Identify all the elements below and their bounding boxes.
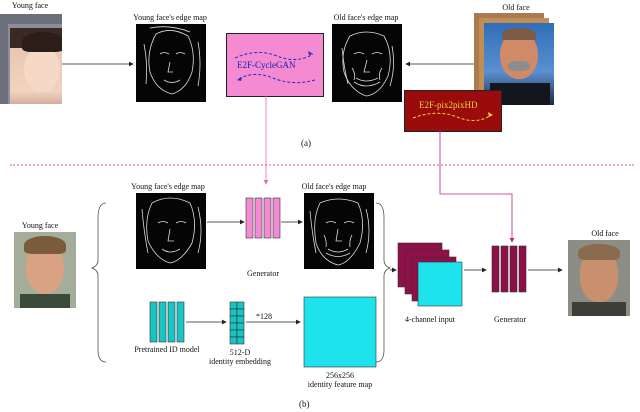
scale-label: *128	[256, 312, 272, 321]
id-model-label: Pretrained ID model	[134, 345, 200, 354]
young-edge-map-b	[136, 193, 206, 269]
old-face-photo-a	[474, 13, 554, 105]
generator-1-label: Generator	[247, 269, 279, 278]
generator-2-label: Generator	[494, 315, 526, 324]
embedding-dim-label: 512-D	[229, 348, 251, 357]
edge-strokes	[141, 197, 202, 264]
old-face-label-b: Old face	[591, 229, 619, 238]
caption-a: (a)	[301, 138, 311, 148]
four-channel-stack	[397, 242, 463, 307]
old-edge-map-a	[332, 24, 402, 102]
young-edge-map-a	[136, 24, 206, 102]
young-edge-label-b: Young face's edge map	[131, 182, 205, 191]
feature-map-label: identity feature map	[307, 380, 373, 389]
young-face-photo-b	[14, 232, 76, 308]
embedding-column	[229, 301, 245, 345]
pix2pixhd-box: E2F-pix2pixHD	[404, 90, 502, 132]
caption-b: (b)	[299, 399, 310, 409]
cyclegan-box: E2F-CycleGAN	[226, 33, 324, 97]
id-model-blocks	[149, 301, 185, 343]
edge-strokes	[341, 31, 394, 97]
generator-2-blocks	[491, 245, 527, 293]
cyclegan-arrows	[234, 51, 316, 84]
edge-strokes	[309, 198, 370, 266]
cyclegan-label: E2F-CycleGAN	[237, 60, 296, 70]
feature-size-label: 256x256	[326, 371, 354, 380]
right-brace	[375, 202, 392, 363]
pix2pixhd-arrow	[412, 112, 493, 121]
young-face-label-a: Young face	[11, 1, 49, 10]
old-face-photo-b	[568, 240, 630, 316]
four-channel-input-label: 4-channel input	[405, 315, 455, 324]
identity-feature-map	[303, 296, 377, 368]
embedding-label: identity embedding	[209, 357, 271, 366]
old-edge-map-b	[304, 193, 374, 269]
pix2pixhd-label: E2F-pix2pixHD	[419, 100, 478, 110]
generator-1-blocks	[245, 197, 281, 239]
section-separator	[10, 164, 634, 166]
arrow-pix2pixhd-down	[439, 130, 515, 243]
edge-strokes	[143, 26, 201, 95]
young-edge-label-a: Young face's edge map	[133, 13, 207, 22]
young-face-label-b: Young face	[21, 221, 59, 230]
old-face-label-a: Old face	[502, 3, 530, 12]
old-edge-label-b: Old face's edge map	[301, 182, 367, 191]
old-edge-label-a: Old face's edge map	[333, 13, 399, 22]
young-face-photo-a	[0, 14, 62, 104]
left-brace	[90, 202, 107, 363]
